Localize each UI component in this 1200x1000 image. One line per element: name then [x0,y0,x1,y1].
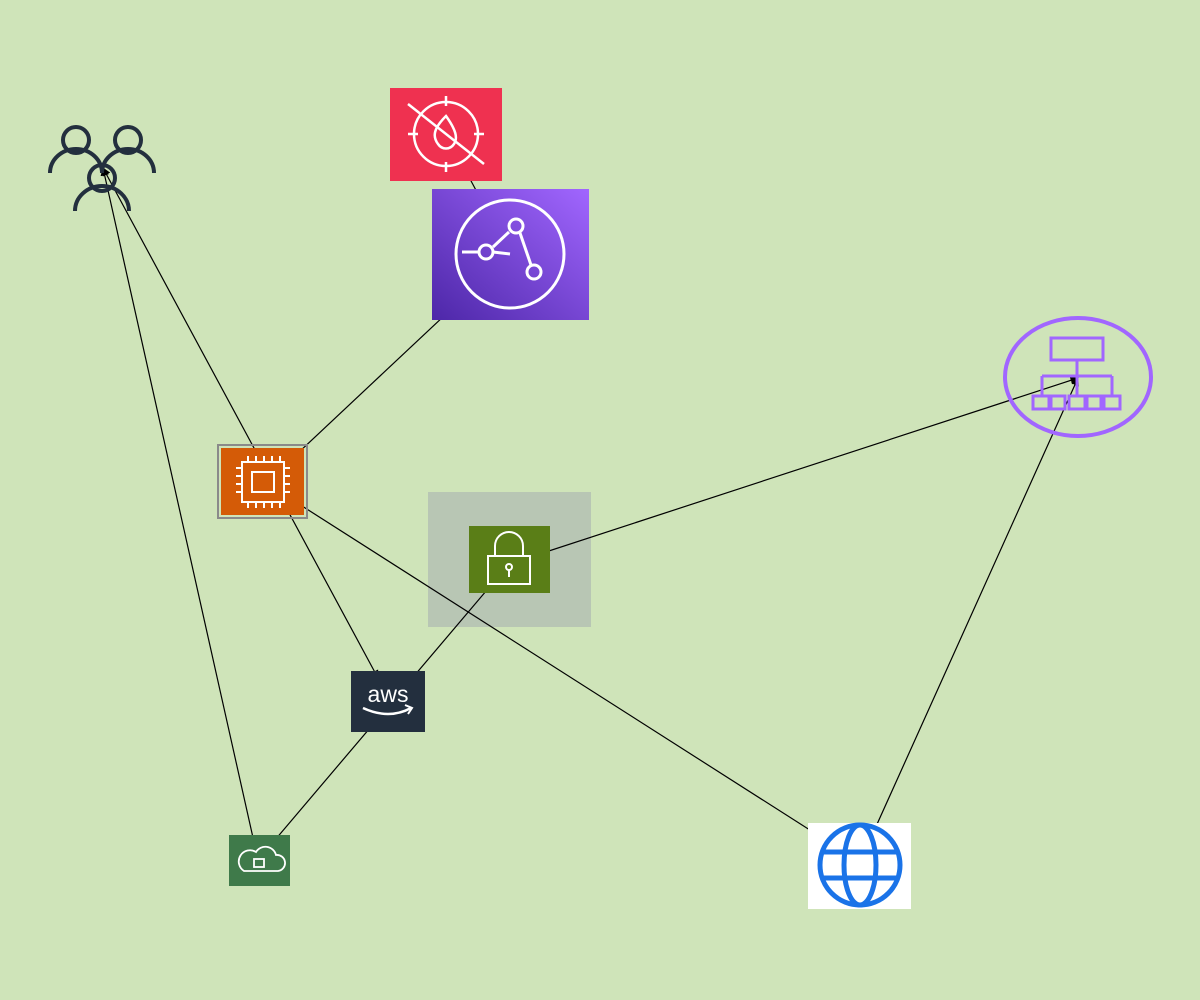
load-balancer-icon[interactable] [1003,316,1153,438]
ec2-chip-icon[interactable] [217,444,308,519]
edge-security-group-load-balancer [508,376,1079,566]
aws-logo-text: aws [368,681,409,707]
users-icon[interactable] [48,125,156,212]
cloud-gateway-icon[interactable] [229,835,290,886]
edge-users-vpn-gateway [100,167,261,861]
firewall-icon[interactable] [390,88,502,181]
aws-logo-icon[interactable]: aws [351,671,425,732]
security-lock-icon[interactable] [469,526,550,593]
globe-icon[interactable] [808,822,911,909]
edge-ec2-instance-internet [265,482,861,863]
cloudfront-icon[interactable] [432,189,589,320]
